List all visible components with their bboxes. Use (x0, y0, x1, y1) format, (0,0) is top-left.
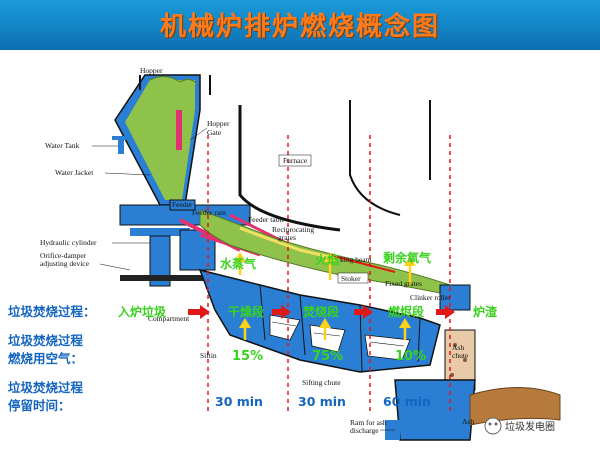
label-reciprocating-2: grates (278, 233, 296, 242)
flow-arrows (188, 305, 455, 319)
stage-input-waste: 入炉垃圾 (118, 304, 167, 319)
label-ash-chute-2: chute (452, 351, 469, 360)
air-pct-combustion: 75% (312, 349, 343, 364)
section-lines (207, 135, 451, 415)
gas-label-steam: 水蒸气 (220, 256, 256, 271)
gas-label-residual-oxygen: 剩余氧气 (383, 250, 431, 265)
label-hopper-gate-1: Hopper (207, 119, 230, 128)
process-row-2: 垃圾焚烧过程 燃烧用空气： 15% 75% 10% (8, 333, 426, 366)
process-row-1: 垃圾焚烧过程： 入炉垃圾 干燥段 焚烧段 燃烬段 炉渣 (8, 304, 498, 319)
watermark-text: 垃圾发电圈 (505, 420, 555, 433)
label-orifice-2: adjusting device (40, 259, 90, 268)
label-ash: Ash (462, 417, 474, 426)
time-drying: 30 min (215, 394, 263, 409)
row3-label-2: 停留时间： (8, 398, 71, 413)
air-pct-burnout: 10% (395, 349, 426, 364)
label-water-tank: Water Tank (45, 141, 80, 150)
label-ram-ash-2: discharge (350, 426, 379, 435)
label-feeder-table: Feeder table (248, 215, 286, 224)
row1-label: 垃圾焚烧过程： (8, 304, 96, 319)
label-hydraulic-cylinder: Hydraulic cylinder (40, 238, 97, 247)
time-burnout: 60 min (383, 394, 431, 409)
process-row-3: 垃圾焚烧过程 停留时间： 30 min 30 min 60 min (8, 380, 431, 413)
row3-label-1: 垃圾焚烧过程 (8, 380, 84, 395)
watermark: 垃圾发电圈 (484, 417, 555, 435)
stage-slag: 炉渣 (473, 304, 498, 319)
label-fixed-grates: Fixed grates (385, 279, 422, 288)
label-feeder-ram: Feeder ram (192, 208, 226, 217)
gas-labels: 水蒸气 火焰 剩余氧气 (220, 250, 431, 271)
hopper (114, 74, 211, 206)
water-tank (112, 136, 130, 154)
label-orifice-1: Orifice-damper (40, 251, 87, 260)
row2-label-2: 燃烧用空气： (8, 351, 83, 366)
stage-drying: 干燥段 (228, 304, 265, 319)
stage-burnout: 燃烬段 (388, 304, 425, 319)
label-hopper-gate-2: Gate (207, 128, 222, 137)
label-stoking-beam: king beam (340, 255, 372, 264)
gas-arrows (234, 252, 416, 340)
equipment-labels: Hopper Hopper Gate Water Tank Water Jack… (40, 66, 474, 435)
title-bar (0, 0, 600, 50)
ash-discharge (385, 284, 561, 441)
label-clinker-roller: Clinker roller (410, 293, 451, 302)
label-furnace: Furnace (283, 156, 308, 165)
stage-combustion: 焚烧段 (302, 304, 340, 319)
grate-compartments (198, 268, 441, 373)
label-sifting-left: Siftin (200, 351, 217, 360)
slide-title: 机械炉排炉燃烧概念图 (159, 12, 440, 42)
air-pct-drying: 15% (232, 349, 263, 364)
label-water-jacket: Water Jacket (55, 168, 94, 177)
label-reciprocating-1: Reciprocating (272, 225, 314, 234)
label-ram-ash-1: Ram for ash (350, 418, 387, 427)
gas-label-flame: 火焰 (315, 252, 339, 267)
furnace-wall (238, 100, 431, 232)
label-hopper: Hopper (140, 66, 163, 75)
label-ash-chute-1: Ash (452, 343, 464, 352)
label-compartment: Compartment (148, 314, 190, 323)
time-combustion: 30 min (298, 394, 346, 409)
row2-label-1: 垃圾焚烧过程 (8, 333, 84, 348)
label-feeder: Feeder (172, 200, 193, 209)
label-sifting-chute: Sifting chute (302, 378, 341, 387)
label-stoker: Stoker (341, 274, 361, 283)
